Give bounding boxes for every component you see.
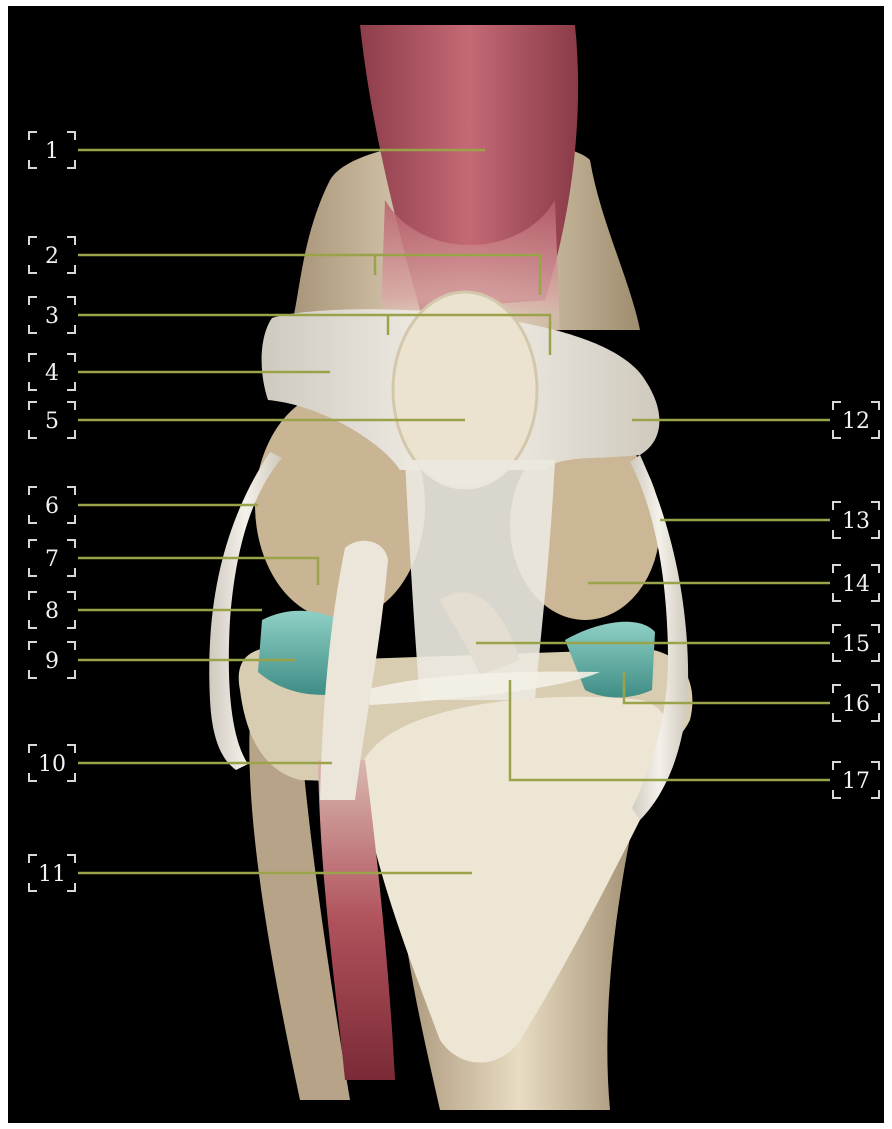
label-number: 17 xyxy=(842,769,870,794)
label-number: 8 xyxy=(45,599,59,624)
label-number: 11 xyxy=(38,862,66,887)
label-number: 10 xyxy=(38,752,66,777)
label-number: 9 xyxy=(45,649,59,674)
label-number: 1 xyxy=(45,139,59,164)
label-number: 16 xyxy=(842,692,870,717)
label-number: 2 xyxy=(45,244,59,269)
label-number: 15 xyxy=(842,632,870,657)
label-number: 14 xyxy=(842,572,870,597)
patella xyxy=(393,292,537,488)
label-number: 4 xyxy=(45,361,59,386)
label-number: 7 xyxy=(45,547,59,572)
label-number: 13 xyxy=(842,509,870,534)
label-number: 3 xyxy=(45,304,59,329)
label-number: 6 xyxy=(45,494,59,519)
label-number: 5 xyxy=(45,409,59,434)
label-number: 12 xyxy=(842,409,870,434)
